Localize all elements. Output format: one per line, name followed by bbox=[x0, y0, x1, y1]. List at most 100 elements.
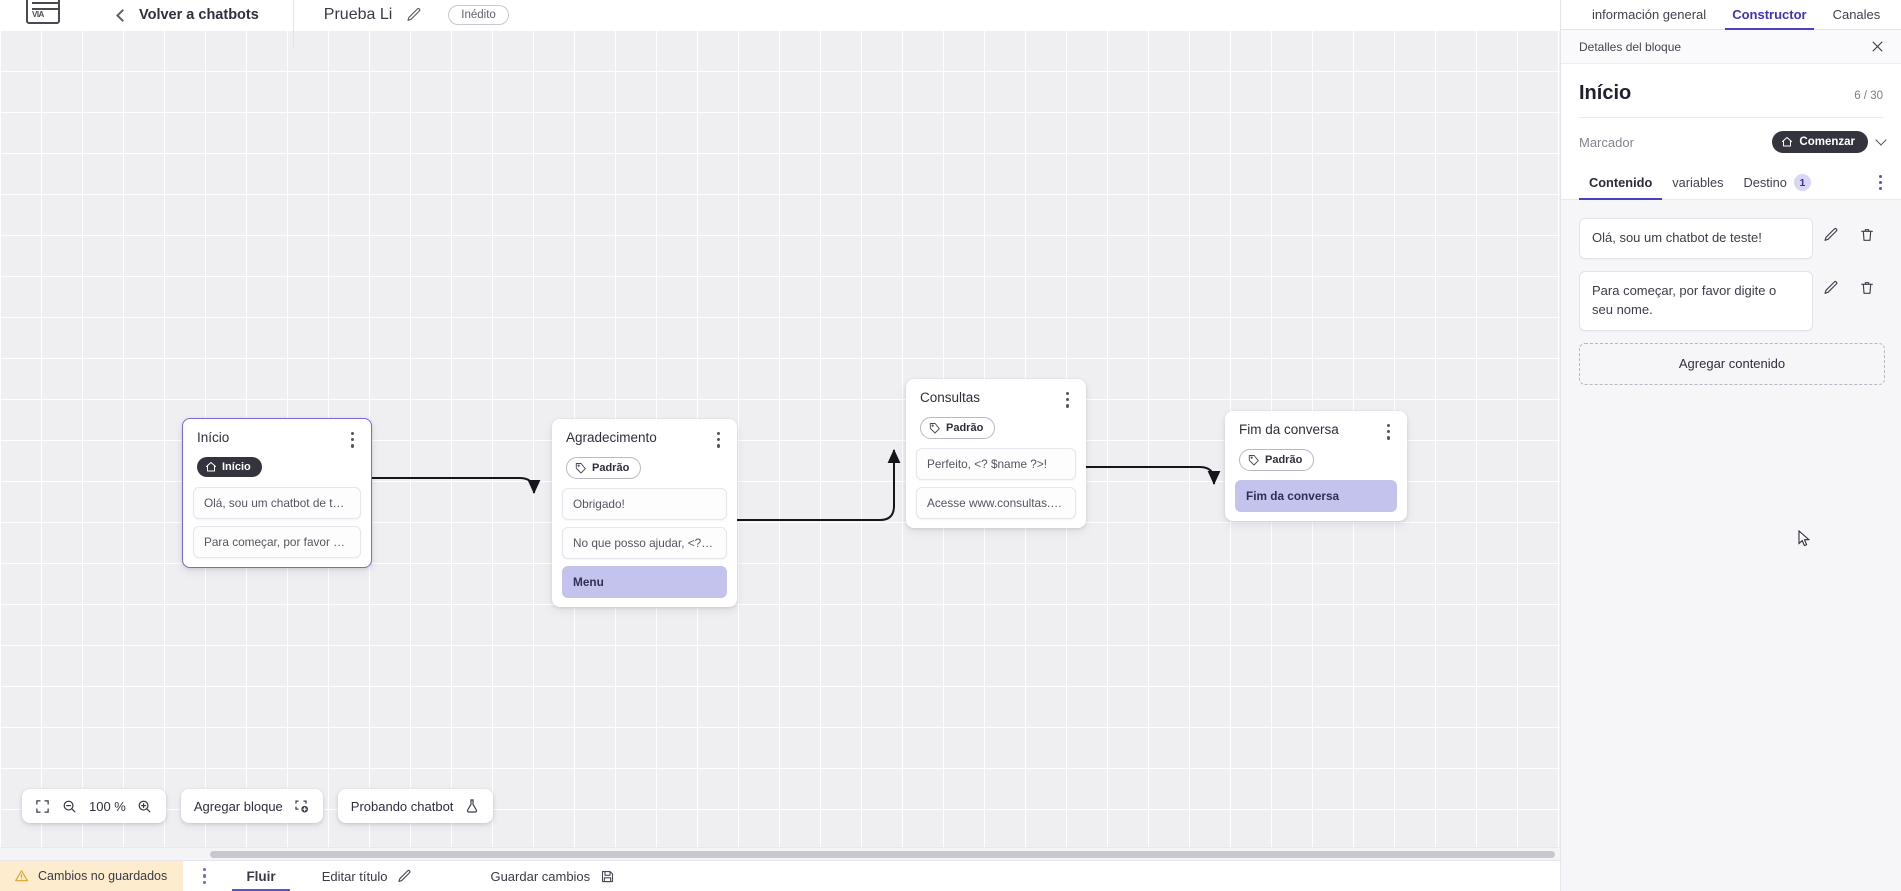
logo-text: VIA bbox=[32, 10, 44, 19]
node-message[interactable]: Obrigado! bbox=[562, 487, 727, 520]
zoom-out-icon[interactable] bbox=[62, 798, 78, 814]
node-messages: Fim da conversa bbox=[1225, 479, 1407, 512]
node-tag-label: Padrão bbox=[946, 421, 984, 434]
pencil-icon[interactable] bbox=[1813, 222, 1849, 248]
canvas-horizontal-scrollbar[interactable] bbox=[0, 847, 1561, 860]
content-item-actions bbox=[1813, 218, 1885, 248]
char-counter: 6 / 30 bbox=[1854, 90, 1883, 102]
chevron-left-icon bbox=[116, 8, 129, 22]
top-bar: VIA Volver a chatbots Prueba Li Inédito bbox=[0, 0, 1561, 48]
add-content-button[interactable]: Agregar contenido bbox=[1579, 342, 1885, 385]
save-disk-icon bbox=[600, 869, 615, 884]
node-title: Início bbox=[197, 430, 230, 445]
content-text[interactable]: Olá, sou um chatbot de teste! bbox=[1579, 218, 1813, 259]
node-message[interactable]: Acesse www.consultas.com par... bbox=[916, 486, 1076, 519]
node-header: Consultas bbox=[906, 379, 1086, 410]
flow-node-fim-da-conversa[interactable]: Fim da conversa Padrão Fim da conversa bbox=[1225, 411, 1407, 521]
scrollbar-thumb[interactable] bbox=[210, 851, 1555, 858]
close-icon[interactable] bbox=[1870, 39, 1885, 54]
add-block-button[interactable]: Agregar bloque bbox=[180, 789, 323, 823]
flow-canvas[interactable]: Início Início Olá, sou um chatbot de tes… bbox=[0, 30, 1561, 860]
bottom-status-bar: Cambios no guardados Fluir Editar título… bbox=[0, 860, 1561, 891]
node-title: Consultas bbox=[920, 390, 981, 405]
edit-title-pencil-icon[interactable] bbox=[406, 7, 422, 23]
node-menu-icon[interactable] bbox=[1384, 422, 1393, 442]
marker-label: Marcador bbox=[1579, 134, 1634, 150]
node-action-end[interactable]: Fim da conversa bbox=[1235, 479, 1397, 512]
status-more-icon[interactable] bbox=[203, 868, 207, 884]
node-header: Início bbox=[183, 419, 371, 450]
panel-overflow-menu-icon[interactable] bbox=[1876, 173, 1885, 193]
tab-constructor[interactable]: Constructor bbox=[1719, 7, 1819, 30]
header-divider bbox=[292, 0, 294, 48]
node-message[interactable]: Para começar, por favor digite o ... bbox=[193, 525, 361, 558]
trash-icon[interactable] bbox=[1849, 275, 1885, 301]
status-divider bbox=[1560, 860, 1561, 891]
node-tag-row: Padrão bbox=[552, 450, 737, 488]
node-title: Fim da conversa bbox=[1239, 422, 1339, 437]
panel-title-row: Início 6 / 30 bbox=[1561, 64, 1901, 117]
marker-row: Marcador Comenzar bbox=[1561, 118, 1901, 166]
flask-icon bbox=[464, 798, 480, 814]
panel-tabs: información general Constructor Canales bbox=[1561, 0, 1901, 30]
fit-screen-icon[interactable] bbox=[35, 798, 51, 814]
node-messages: Perfeito, <? $name ?>! Acesse www.consul… bbox=[906, 447, 1086, 519]
node-message[interactable]: Perfeito, <? $name ?>! bbox=[916, 447, 1076, 480]
node-menu-icon[interactable] bbox=[714, 430, 723, 450]
marker-value-chip[interactable]: Comenzar bbox=[1772, 131, 1868, 153]
save-changes-button[interactable]: Guardar cambios bbox=[480, 869, 625, 884]
panel-divider bbox=[1579, 117, 1883, 118]
node-title: Agradecimento bbox=[566, 430, 657, 445]
tab-canales[interactable]: Canales bbox=[1820, 7, 1894, 29]
document-title-group: Prueba Li Inédito bbox=[324, 5, 509, 25]
tab-label: Destino bbox=[1743, 175, 1787, 190]
flow-node-inicio[interactable]: Início Início Olá, sou um chatbot de tes… bbox=[182, 418, 372, 568]
node-tag-label: Padrão bbox=[592, 461, 630, 474]
node-menu-icon[interactable] bbox=[1063, 390, 1072, 410]
destino-count-badge: 1 bbox=[1793, 174, 1811, 191]
canvas-inner: Início Início Olá, sou um chatbot de tes… bbox=[0, 30, 1561, 860]
node-tag-badge[interactable]: Padrão bbox=[920, 416, 996, 439]
panel-subheader: Detalles del bloque bbox=[1561, 30, 1901, 64]
warning-triangle-icon bbox=[14, 869, 29, 883]
node-tag-badge[interactable]: Padrão bbox=[566, 456, 642, 479]
home-icon bbox=[205, 461, 217, 473]
node-tag-badge[interactable]: Padrão bbox=[1239, 448, 1315, 471]
status-badge: Inédito bbox=[448, 5, 509, 25]
node-messages: Olá, sou um chatbot de teste! Para começ… bbox=[183, 486, 371, 558]
node-action-menu[interactable]: Menu bbox=[562, 565, 727, 598]
flow-node-agradecimento[interactable]: Agradecimento Padrão Obrigado! No que po… bbox=[552, 419, 737, 607]
trash-icon[interactable] bbox=[1849, 222, 1885, 248]
node-message[interactable]: Olá, sou um chatbot de teste! bbox=[193, 486, 361, 519]
chevron-down-icon[interactable] bbox=[1875, 134, 1887, 146]
add-block-label: Agregar bloque bbox=[193, 798, 283, 814]
tab-informacion-general[interactable]: información general bbox=[1579, 7, 1719, 29]
tab-destino[interactable]: Destino 1 bbox=[1733, 166, 1820, 200]
node-header: Fim da conversa bbox=[1225, 411, 1407, 442]
tab-contenido[interactable]: Contenido bbox=[1579, 166, 1663, 201]
node-tag-badge[interactable]: Início bbox=[197, 456, 262, 477]
node-message[interactable]: No que posso ajudar, <? $name ... bbox=[562, 526, 727, 559]
tab-label: Contenido bbox=[1589, 175, 1653, 190]
zoom-in-icon[interactable] bbox=[137, 798, 153, 814]
node-header: Agradecimento bbox=[552, 419, 737, 450]
tag-icon bbox=[929, 422, 941, 434]
tab-fluir[interactable]: Fluir bbox=[232, 861, 290, 891]
back-to-chatbots-link[interactable]: Volver a chatbots bbox=[116, 7, 259, 23]
node-tag-label: Início bbox=[222, 460, 251, 473]
test-chatbot-button[interactable]: Probando chatbot bbox=[337, 789, 494, 823]
home-icon bbox=[1781, 136, 1793, 148]
tab-label: Constructor bbox=[1732, 7, 1807, 22]
edit-title-button[interactable]: Editar título bbox=[312, 869, 423, 884]
test-chatbot-label: Probando chatbot bbox=[350, 798, 454, 814]
pencil-icon[interactable] bbox=[1813, 275, 1849, 301]
canvas-toolbar: 100 % Agregar bloque Probando chatbot bbox=[22, 789, 494, 823]
content-text[interactable]: Para começar, por favor digite o seu nom… bbox=[1579, 270, 1813, 331]
node-menu-icon[interactable] bbox=[348, 430, 357, 450]
zoom-level-label: 100 % bbox=[89, 798, 126, 814]
tab-variables[interactable]: variables bbox=[1662, 166, 1733, 200]
app-logo[interactable]: VIA bbox=[26, 0, 60, 24]
flow-node-consultas[interactable]: Consultas Padrão Perfeito, <? $name ?>! … bbox=[906, 379, 1086, 528]
node-tag-label: Padrão bbox=[1265, 453, 1303, 466]
